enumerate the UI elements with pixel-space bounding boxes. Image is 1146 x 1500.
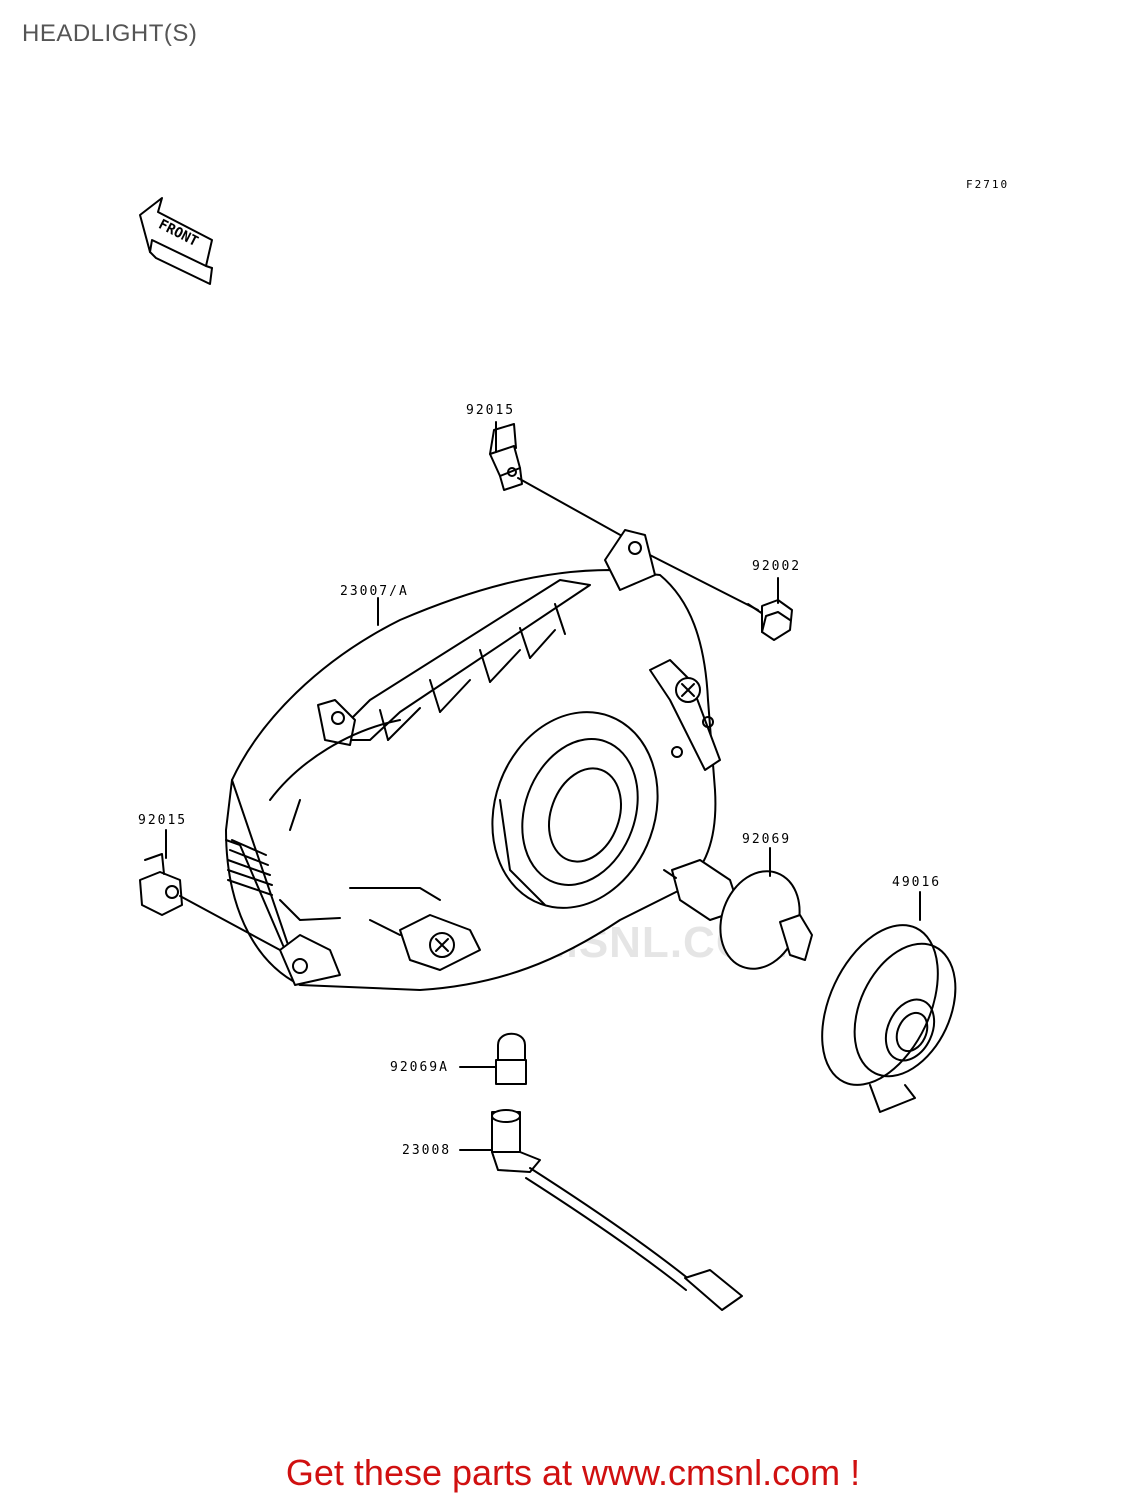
footer-link[interactable]: Get these parts at www.cmsnl.com ! <box>285 1452 861 1493</box>
part-label-socket: 23008 <box>402 1143 452 1158</box>
part-label-bolt: 92002 <box>752 559 802 574</box>
parts-diagram: FRONT <box>139 197 957 1311</box>
part-label-dust-cover: 49016 <box>892 875 942 890</box>
page-title: HEADLIGHT(S) <box>22 20 198 47</box>
pilot-bulb-icon <box>459 1032 527 1085</box>
main-bulb-icon <box>663 859 813 970</box>
part-label-clip-top: 92015 <box>466 403 516 418</box>
socket-icon <box>459 1109 743 1311</box>
figure-code: F2710 <box>966 178 1010 191</box>
front-arrow-icon: FRONT <box>139 197 213 285</box>
dust-cover-icon <box>821 924 957 1113</box>
bolt-icon <box>747 599 793 641</box>
headlight-housing <box>225 529 721 991</box>
part-label-clip-left: 92015 <box>138 813 188 828</box>
part-label-main-bulb: 92069 <box>742 832 792 847</box>
clip-left-icon <box>139 853 183 916</box>
part-label-pilot-bulb: 92069A <box>390 1060 449 1075</box>
part-label-housing: 23007/A <box>340 584 409 599</box>
clip-top-icon <box>489 423 523 491</box>
